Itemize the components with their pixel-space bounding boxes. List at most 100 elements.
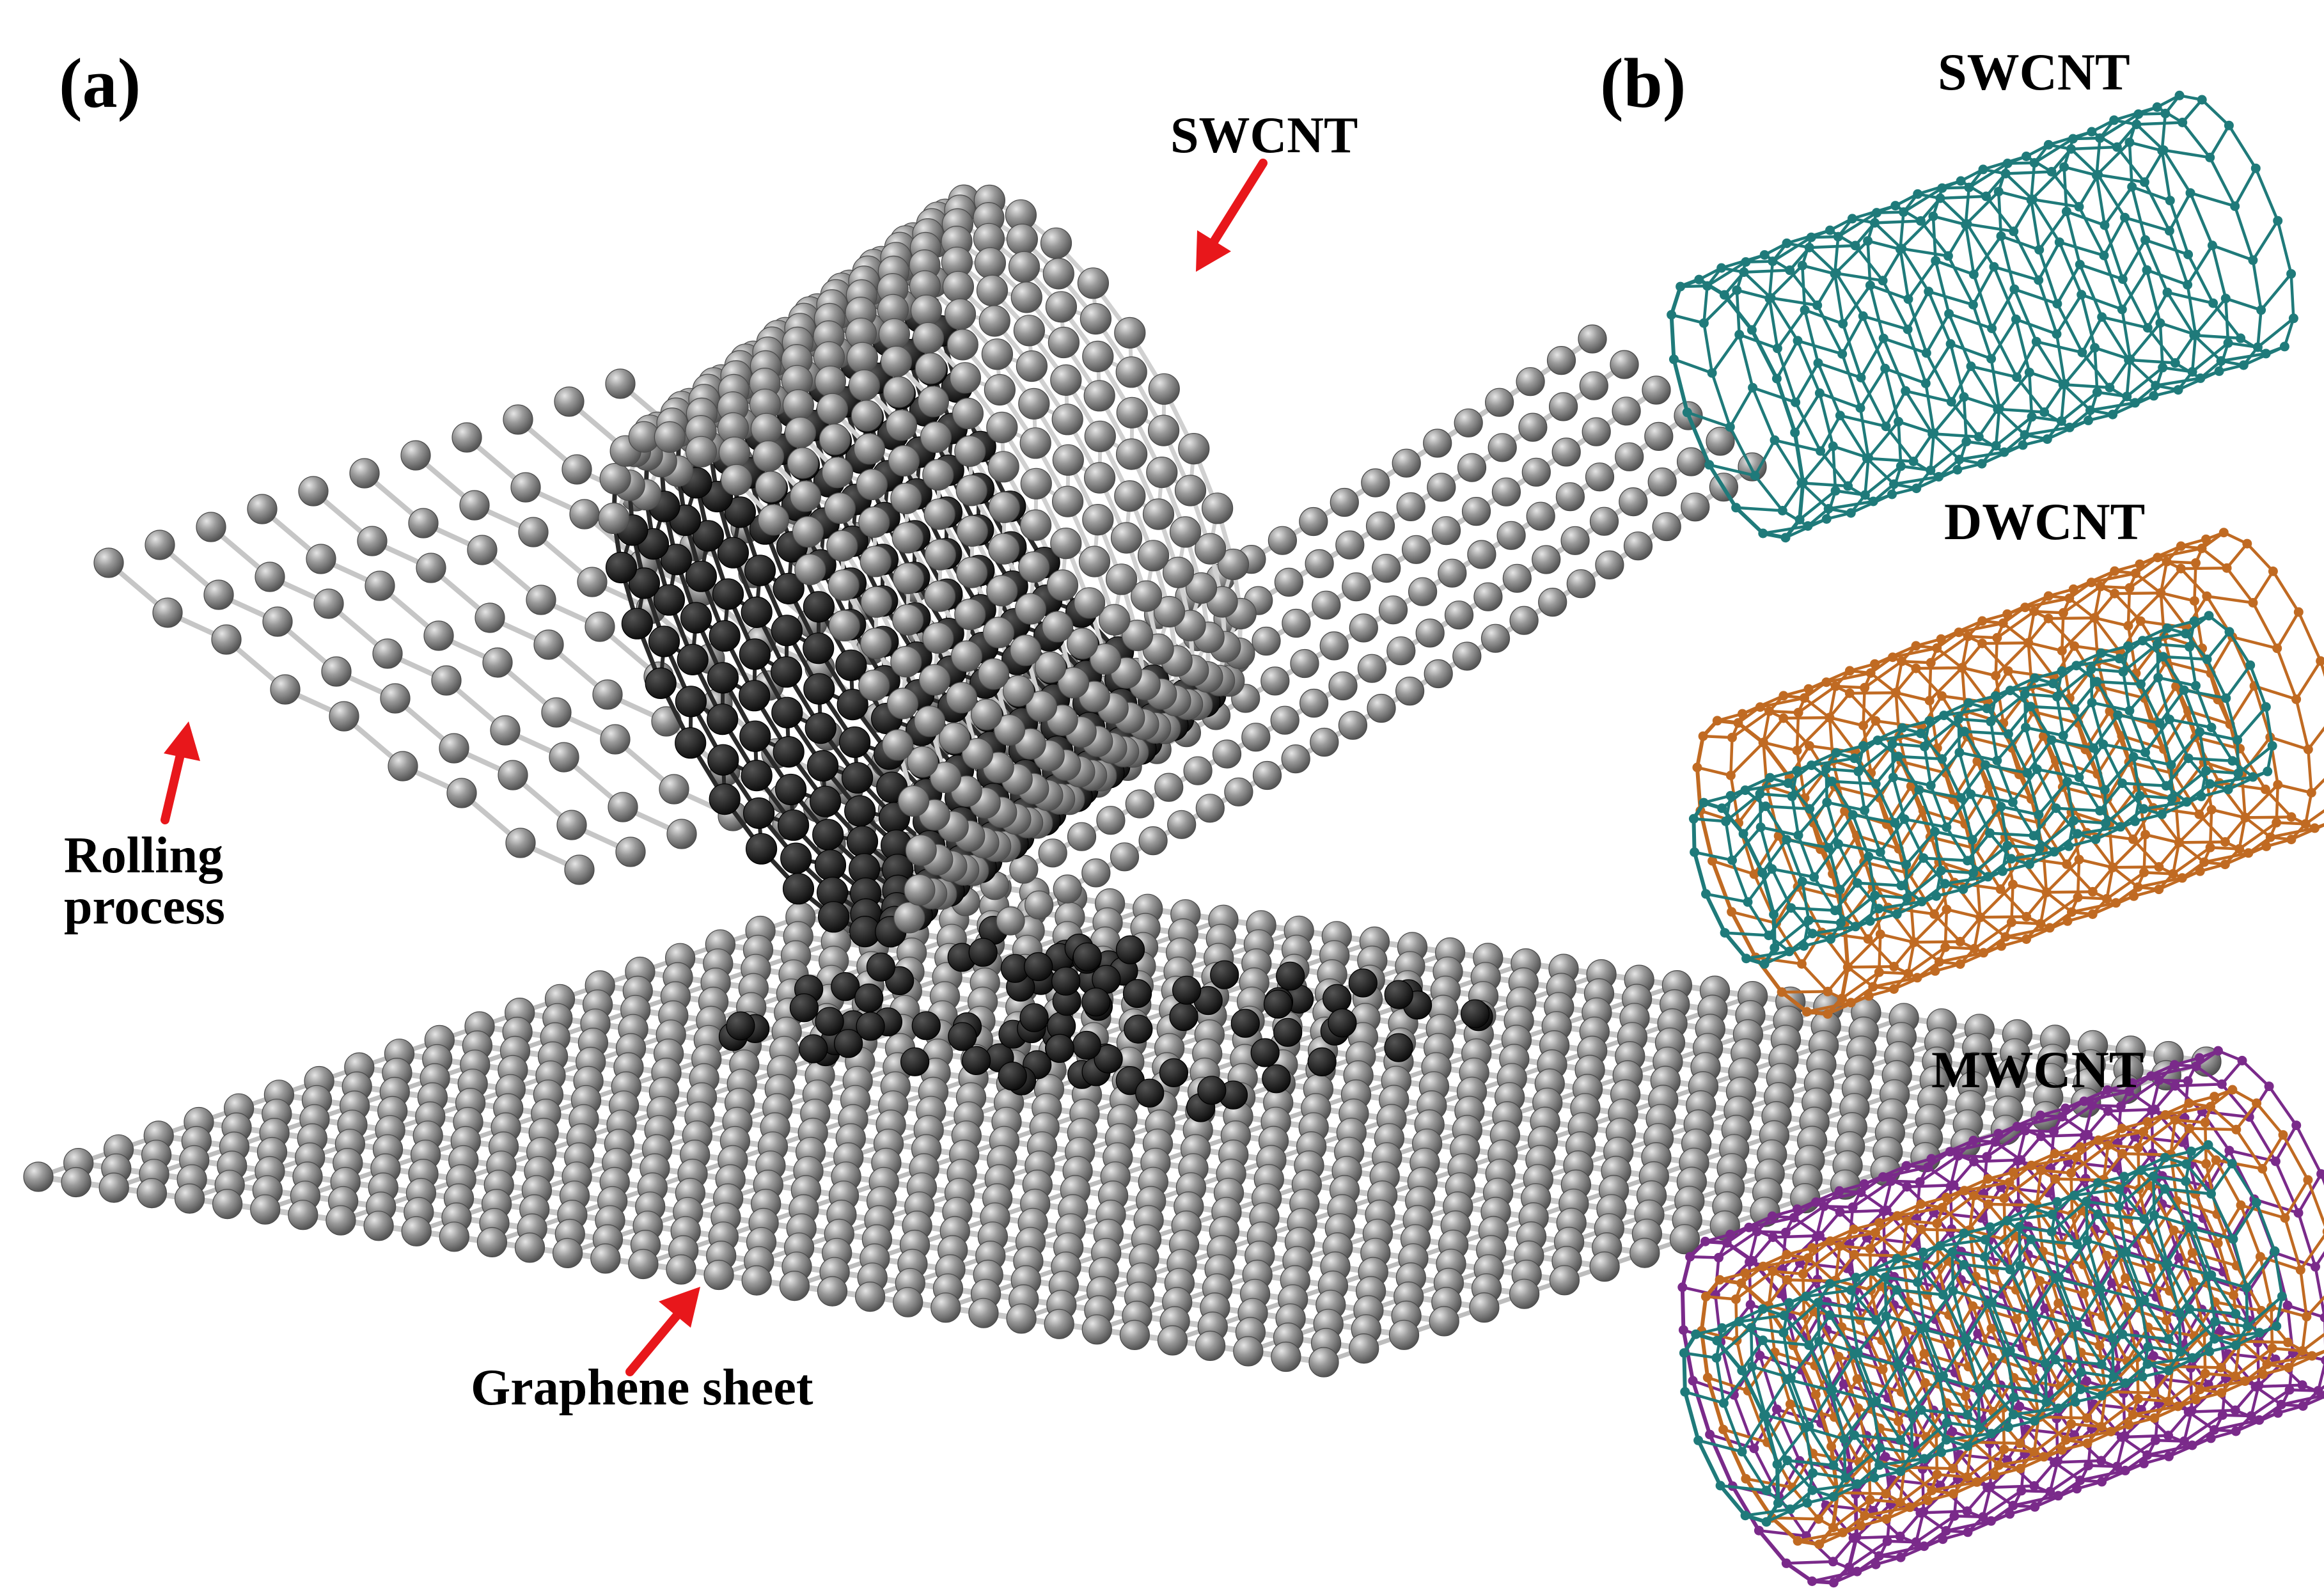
carbon-bond — [1979, 409, 1998, 437]
carbon-atom — [1931, 256, 1940, 265]
carbon-atom — [741, 597, 772, 627]
carbon-bond — [2031, 163, 2034, 200]
carbon-atom — [904, 875, 935, 906]
carbon-bond — [1736, 508, 1763, 533]
carbon-atom — [755, 471, 786, 502]
carbon-atom — [1831, 486, 1841, 496]
carbon-atom — [381, 684, 410, 713]
carbon-atom — [1516, 368, 1544, 396]
carbon-atom — [2205, 153, 2215, 162]
carbon-atom — [2066, 145, 2076, 154]
carbon-atom — [1699, 318, 1709, 328]
carbon-atom — [2140, 177, 2149, 187]
carbon-atom — [402, 1216, 431, 1246]
carbon-atom — [2117, 304, 2127, 314]
carbon-bond — [1697, 767, 1731, 776]
carbon-atom — [707, 663, 738, 693]
carbon-atom — [1527, 502, 1555, 530]
carbon-atom — [815, 366, 845, 397]
carbon-atom — [686, 436, 716, 467]
carbon-bond — [2278, 221, 2291, 274]
carbon-atom — [1117, 439, 1147, 469]
carbon-atom — [1042, 611, 1073, 642]
carbon-atom — [1082, 859, 1110, 887]
carbon-atom — [2183, 280, 2192, 290]
carbon-atom — [1903, 325, 1913, 334]
carbon-bond — [1752, 330, 1777, 379]
carbon-bond — [1802, 483, 1848, 486]
carbon-atom — [726, 1012, 755, 1040]
carbon-atom — [1271, 706, 1299, 734]
carbon-atom — [1926, 466, 1935, 475]
carbon-atom — [591, 1244, 620, 1273]
carbon-atom — [1681, 493, 1709, 521]
carbon-atom — [1252, 627, 1280, 656]
carbon-atom — [1305, 549, 1333, 578]
carbon-atom — [2221, 294, 2231, 303]
carbon-atom — [2171, 358, 2180, 368]
carbon-atom — [1959, 392, 1969, 402]
carbon-bond — [1805, 310, 1818, 363]
carbon-atom — [299, 476, 328, 506]
carbon-atom — [2230, 201, 2240, 211]
carbon-atom — [2183, 250, 2193, 260]
carbon-atom — [984, 617, 1014, 648]
carbon-atom — [1716, 263, 1726, 273]
carbon-atom — [1453, 642, 1481, 670]
carbon-atom — [818, 1277, 847, 1306]
carbon-atom — [778, 810, 809, 840]
carbon-atom — [1838, 319, 1848, 329]
carbon-atom — [923, 623, 954, 654]
carbon-atom — [1429, 1307, 1459, 1336]
carbon-atom — [654, 421, 685, 452]
carbon-atom — [1503, 564, 1531, 592]
carbon-atom — [1115, 317, 1145, 348]
carbon-atom — [1196, 1331, 1225, 1360]
carbon-atom — [1009, 251, 1040, 282]
carbon-atom — [1987, 324, 1997, 333]
carbon-atom — [2075, 202, 2084, 212]
carbon-atom — [1021, 468, 1051, 499]
carbon-atom — [1097, 806, 1125, 835]
carbon-atom — [2027, 195, 2036, 205]
carbon-atom — [1708, 368, 1717, 378]
carbon-bond — [1875, 221, 1921, 223]
carbon-atom — [915, 353, 946, 384]
carbon-atom — [1253, 762, 1282, 790]
carbon-bond — [1933, 434, 1979, 437]
carbon-atom — [1860, 491, 1870, 500]
carbon-atom — [1889, 480, 1899, 489]
carbon-atom — [856, 1282, 885, 1312]
carbon-atom — [2044, 140, 2053, 150]
carbon-atom — [2009, 285, 2019, 294]
carbon-atom — [1773, 343, 1782, 353]
carbon-bond — [1951, 344, 1991, 359]
carbon-atom — [1835, 411, 1845, 420]
carbon-atom — [1993, 404, 2002, 414]
carbon-atom — [1052, 967, 1080, 995]
carbon-atom — [1397, 492, 1425, 521]
carbon-bond — [1755, 476, 1782, 511]
carbon-atom — [526, 585, 556, 615]
carbon-bond — [2226, 299, 2261, 310]
carbon-atom — [1590, 1252, 1619, 1282]
carbon-atom — [1645, 422, 1673, 450]
carbon-atom — [1170, 517, 1201, 547]
carbon-atom — [1242, 723, 1270, 751]
carbon-atom — [854, 434, 884, 464]
carbon-atom — [2158, 363, 2167, 372]
carbon-atom — [1041, 228, 1072, 258]
carbon-atom — [1168, 810, 1196, 838]
carbon-atom — [1878, 276, 1888, 285]
carbon-bond — [2235, 168, 2256, 206]
carbon-atom — [1837, 349, 1847, 359]
carbon-atom — [439, 1222, 469, 1252]
carbon-atom — [952, 641, 982, 672]
carbon-bond — [1674, 359, 1712, 373]
carbon-atom — [776, 774, 806, 805]
carbon-atom — [920, 664, 950, 695]
carbon-atom — [2140, 235, 2150, 245]
carbon-atom — [1053, 875, 1081, 903]
carbon-atom — [1468, 540, 1496, 569]
carbon-atom — [452, 423, 482, 452]
